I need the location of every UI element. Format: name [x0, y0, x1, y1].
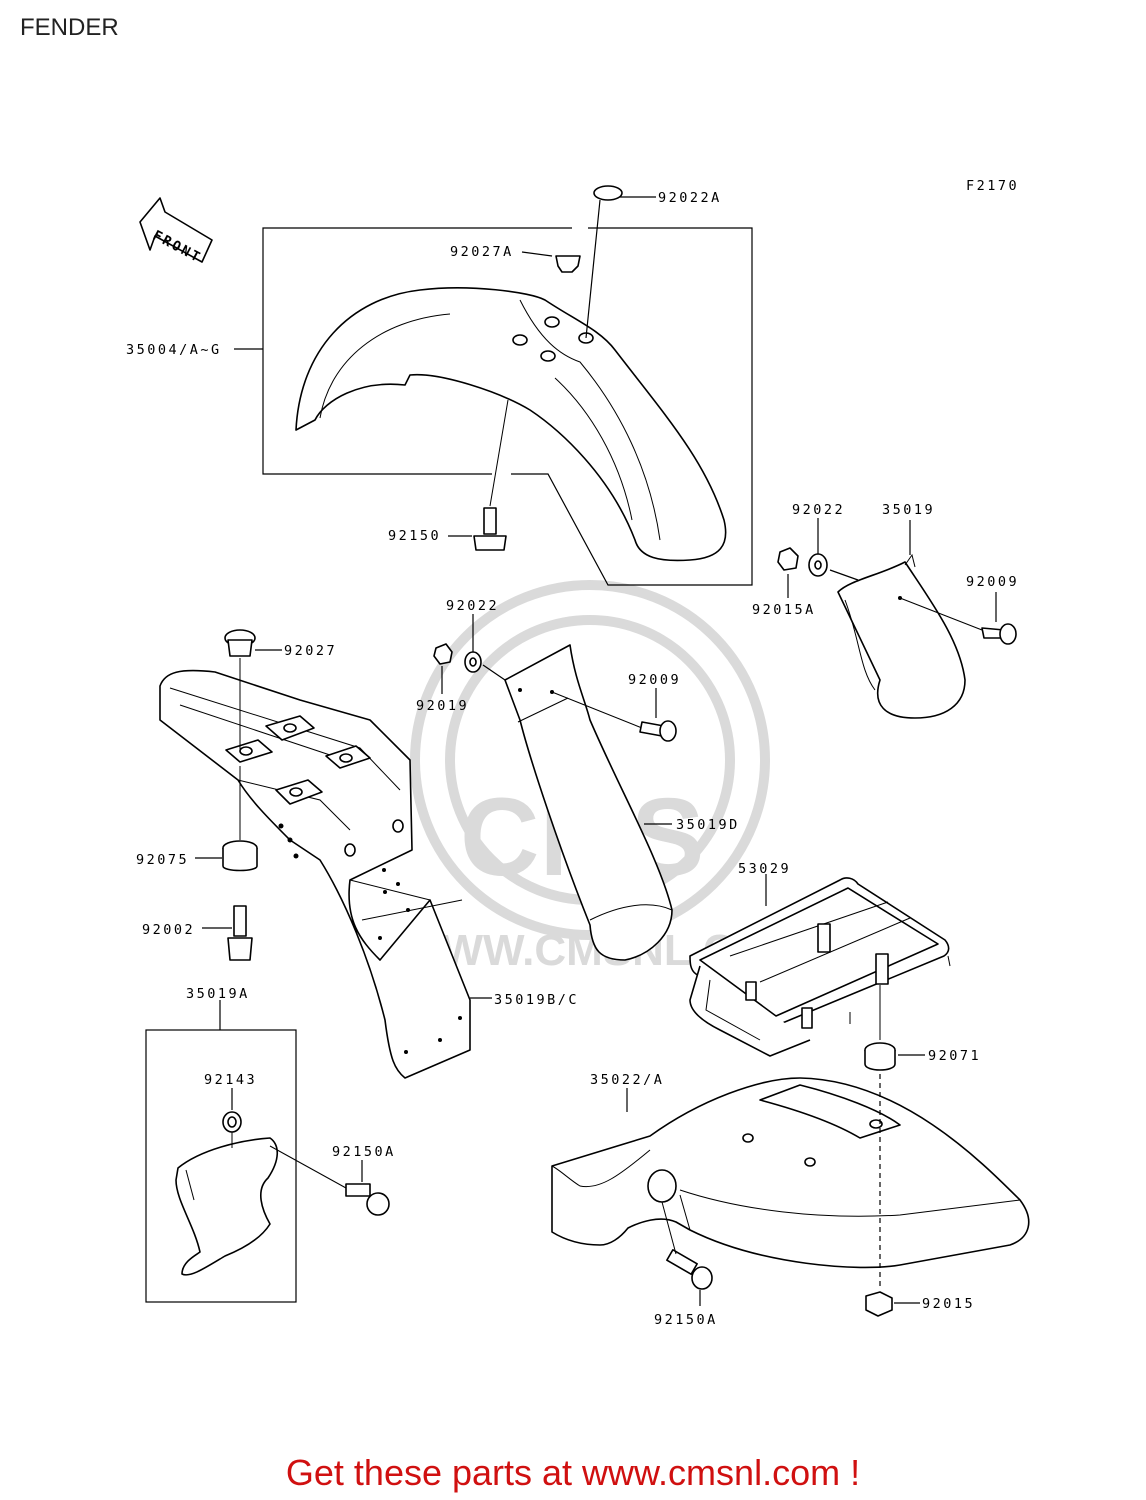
label-92019: 92019	[416, 698, 469, 714]
label-92027: 92027	[284, 643, 337, 659]
label-53029: 53029	[738, 861, 791, 877]
label-92075: 92075	[136, 852, 189, 868]
label-92015: 92015	[922, 1296, 975, 1312]
label-92071: 92071	[928, 1048, 981, 1064]
mud-flap-35019D	[433, 614, 677, 961]
label-92150A-left: 92150A	[332, 1144, 396, 1160]
front-arrow-icon: FRONT	[139, 197, 213, 266]
label-92022A: 92022A	[658, 190, 722, 206]
label-35019A: 35019A	[186, 986, 250, 1002]
label-35004: 35004/A~G	[126, 342, 222, 358]
front-fender-group	[262, 185, 753, 586]
diagram-code: F2170	[966, 178, 1019, 194]
page-title: FENDER	[20, 14, 119, 41]
footer-promo-link[interactable]: Get these parts at www.cmsnl.com !	[285, 1452, 861, 1493]
label-92150: 92150	[388, 528, 441, 544]
bolt-92150	[473, 507, 507, 551]
grommet-92071	[864, 985, 925, 1071]
label-92143: 92143	[204, 1072, 257, 1088]
label-92150A-right: 92150A	[654, 1312, 718, 1328]
parts-diagram: CMS WWW.CMSNL.COM F2170 FRONT	[126, 178, 1030, 1328]
label-35019: 35019	[882, 502, 935, 518]
label-92022-upper: 92022	[792, 502, 845, 518]
cover-35019A-group	[145, 1000, 390, 1303]
label-92027A: 92027A	[450, 244, 514, 260]
label-35019D: 35019D	[676, 817, 740, 833]
label-35019BC: 35019B/C	[494, 992, 579, 1008]
label-92015A: 92015A	[752, 602, 816, 618]
rear-fender-35019BC	[159, 629, 492, 1079]
label-92009-upper: 92009	[966, 574, 1019, 590]
label-92002: 92002	[142, 922, 195, 938]
label-92022-middle: 92022	[446, 598, 499, 614]
washer-92022A	[593, 185, 623, 201]
label-92009-middle: 92009	[628, 672, 681, 688]
front-fender	[295, 287, 727, 562]
label-35022A: 35022/A	[590, 1072, 664, 1088]
carrier-53029	[689, 874, 951, 1057]
rear-fender-35022A	[551, 1074, 1030, 1317]
mudguard-flap-35019	[777, 518, 1017, 719]
collar-92027A	[555, 255, 581, 273]
